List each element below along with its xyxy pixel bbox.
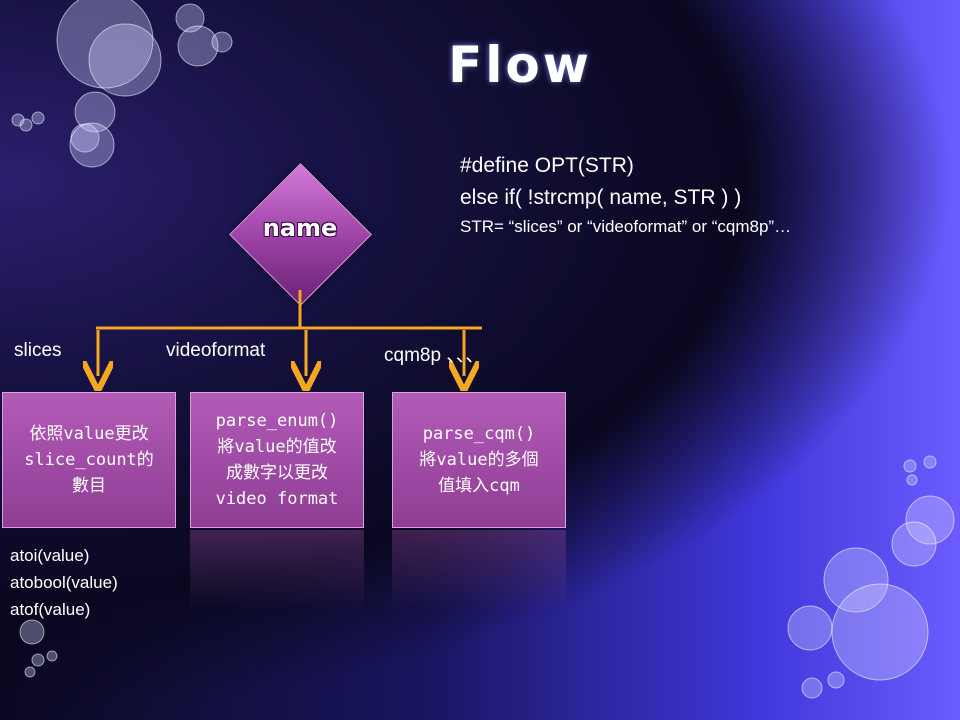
decision-node: name — [229, 163, 372, 306]
branch-label-slices: slices — [14, 340, 62, 361]
branch-label-videoformat: videoformat — [166, 340, 266, 361]
define-line-2: else if( !strcmp( name, STR ) ) — [460, 186, 742, 209]
function-item: atoi(value) — [10, 546, 90, 565]
define-macro-text: #define OPT(STR) else if( !strcmp( name,… — [460, 150, 940, 240]
decision-label: name — [262, 214, 338, 242]
box-reflection — [190, 530, 364, 610]
define-line-3: STR= “slices” or “videoformat” or “cqm8p… — [460, 217, 792, 236]
define-line-1: #define OPT(STR) — [460, 154, 634, 177]
function-item: atof(value) — [10, 600, 91, 619]
conversion-functions: atoi(value) atobool(value) atof(value) — [10, 542, 118, 623]
box-reflection — [392, 530, 566, 610]
process-box-slices: 依照value更改 slice_count的 數目 — [2, 392, 176, 528]
process-box-videoformat: parse_enum() 將value的值改 成數字以更改 video form… — [190, 392, 364, 528]
branch-label-cqm8p: cqm8p 、、、 — [384, 345, 485, 366]
function-item: atobool(value) — [10, 573, 118, 592]
process-box-cqm8p: parse_cqm() 將value的多個 值填入cqm — [392, 392, 566, 528]
slide-title: Flow — [448, 36, 592, 94]
